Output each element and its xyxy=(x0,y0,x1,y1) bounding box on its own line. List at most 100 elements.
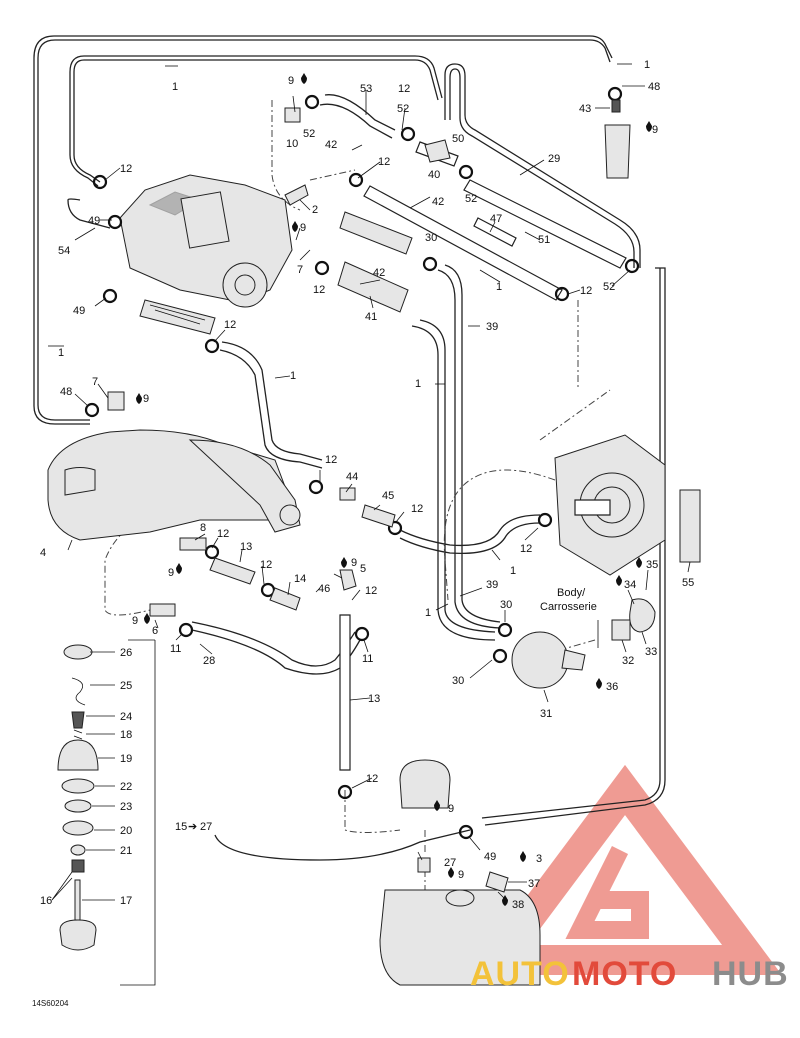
callout-12: 12 xyxy=(325,454,337,466)
callout-1: 1 xyxy=(496,281,502,293)
callout-35: 35 xyxy=(646,559,658,571)
callout-40: 40 xyxy=(428,169,440,181)
hose-runs-center xyxy=(67,94,541,861)
callout-20: 20 xyxy=(120,825,132,837)
callout-51: 51 xyxy=(538,234,550,246)
callout-34: 34 xyxy=(624,579,636,591)
callout-1: 1 xyxy=(58,347,64,359)
callout-33: 33 xyxy=(645,646,657,658)
svg-text:AUTO: AUTO xyxy=(470,955,570,993)
hose-1-main-loop xyxy=(33,35,666,826)
sphere-part-31 xyxy=(511,631,586,689)
callout-37: 37 xyxy=(528,878,540,890)
pump-housing xyxy=(554,434,666,576)
watermark-text: AUTO MOTO HUB xyxy=(470,955,789,993)
callout-39: 39 xyxy=(486,321,498,333)
callout-9: 9 xyxy=(652,124,658,136)
callout-1: 1 xyxy=(510,565,516,577)
callout-24: 24 xyxy=(120,711,132,723)
exhaust-tank xyxy=(47,429,301,541)
callout-54: 54 xyxy=(58,245,70,257)
callout-5: 5 xyxy=(360,563,366,575)
callout-19: 19 xyxy=(120,753,132,765)
callout-12: 12 xyxy=(580,285,592,297)
callout-9: 9 xyxy=(458,869,464,881)
callout-1: 1 xyxy=(290,370,296,382)
sealant-drop-markers xyxy=(136,73,652,906)
reference-code: 14S60204 xyxy=(32,999,69,1008)
callout-9: 9 xyxy=(143,393,149,405)
callout-15: 15 xyxy=(175,821,187,833)
callout-7: 7 xyxy=(297,264,303,276)
callout-12: 12 xyxy=(224,319,236,331)
callout-25: 25 xyxy=(120,680,132,692)
callout-29: 29 xyxy=(548,153,560,165)
callout-41: 41 xyxy=(365,311,377,323)
callout-27: 27 xyxy=(444,857,456,869)
callout-43: 43 xyxy=(579,103,591,115)
clamps-and-fittings xyxy=(84,86,656,893)
callout-12: 12 xyxy=(398,83,410,95)
callout-12: 12 xyxy=(520,543,532,555)
engine-block xyxy=(119,174,293,335)
callout-48: 48 xyxy=(60,386,72,398)
callout-9: 9 xyxy=(288,75,294,87)
callout-49: 49 xyxy=(73,305,85,317)
callout-52: 52 xyxy=(465,193,477,205)
callout-12: 12 xyxy=(378,156,390,168)
canister-lower xyxy=(379,759,541,986)
callout-12: 12 xyxy=(120,163,132,175)
callout-30: 30 xyxy=(452,675,464,687)
callout-1: 1 xyxy=(425,607,431,619)
callout-50: 50 xyxy=(452,133,464,145)
callout-11: 11 xyxy=(170,643,181,655)
callout-14: 14 xyxy=(294,573,306,585)
callout-27: 27 xyxy=(200,821,212,833)
callout-52: 52 xyxy=(303,128,315,140)
callout-12: 12 xyxy=(365,585,377,597)
callout-42: 42 xyxy=(432,196,444,208)
watermark-logo xyxy=(468,764,782,975)
callout-30: 30 xyxy=(425,232,437,244)
callout-9: 9 xyxy=(300,222,306,234)
callout-52: 52 xyxy=(603,281,615,293)
callout-39: 39 xyxy=(486,579,498,591)
callout-1: 1 xyxy=(415,378,421,390)
callout-1: 1 xyxy=(644,59,650,71)
callout-12: 12 xyxy=(313,284,325,296)
callout-47: 47 xyxy=(490,213,502,225)
callout-42: 42 xyxy=(325,139,337,151)
callout-22: 22 xyxy=(120,781,132,793)
callout-13: 13 xyxy=(368,693,380,705)
callout-38: 38 xyxy=(512,899,524,911)
callout-36: 36 xyxy=(606,681,618,693)
callout-28: 28 xyxy=(203,655,215,667)
svg-text:HUB: HUB xyxy=(712,955,789,993)
callout-2: 2 xyxy=(312,204,318,216)
callout-21: 21 xyxy=(120,845,132,857)
callout-49: 49 xyxy=(88,215,100,227)
callout-9: 9 xyxy=(448,803,454,815)
callout-48: 48 xyxy=(648,81,660,93)
callout-4: 4 xyxy=(40,547,46,559)
callout-16: 16 xyxy=(40,895,52,907)
callout-31: 31 xyxy=(540,708,552,720)
callout-46: 46 xyxy=(318,583,330,595)
callout-32: 32 xyxy=(622,655,634,667)
callout-53: 53 xyxy=(360,83,372,95)
callout-55: 55 xyxy=(682,577,694,589)
callout-1: 1 xyxy=(172,81,178,93)
callout-11: 11 xyxy=(362,653,373,665)
callout-9: 9 xyxy=(168,567,174,579)
callout-42: 42 xyxy=(373,267,385,279)
callout-45: 45 xyxy=(382,490,394,502)
callout-52: 52 xyxy=(397,103,409,115)
callout-15-arrow: ➔ xyxy=(188,821,197,833)
spring-55 xyxy=(679,489,701,563)
callout-13: 13 xyxy=(240,541,252,553)
tubes-upper-right xyxy=(363,141,627,301)
callout-12: 12 xyxy=(366,773,378,785)
callout-18: 18 xyxy=(120,729,132,741)
exploded-stack xyxy=(57,639,156,986)
